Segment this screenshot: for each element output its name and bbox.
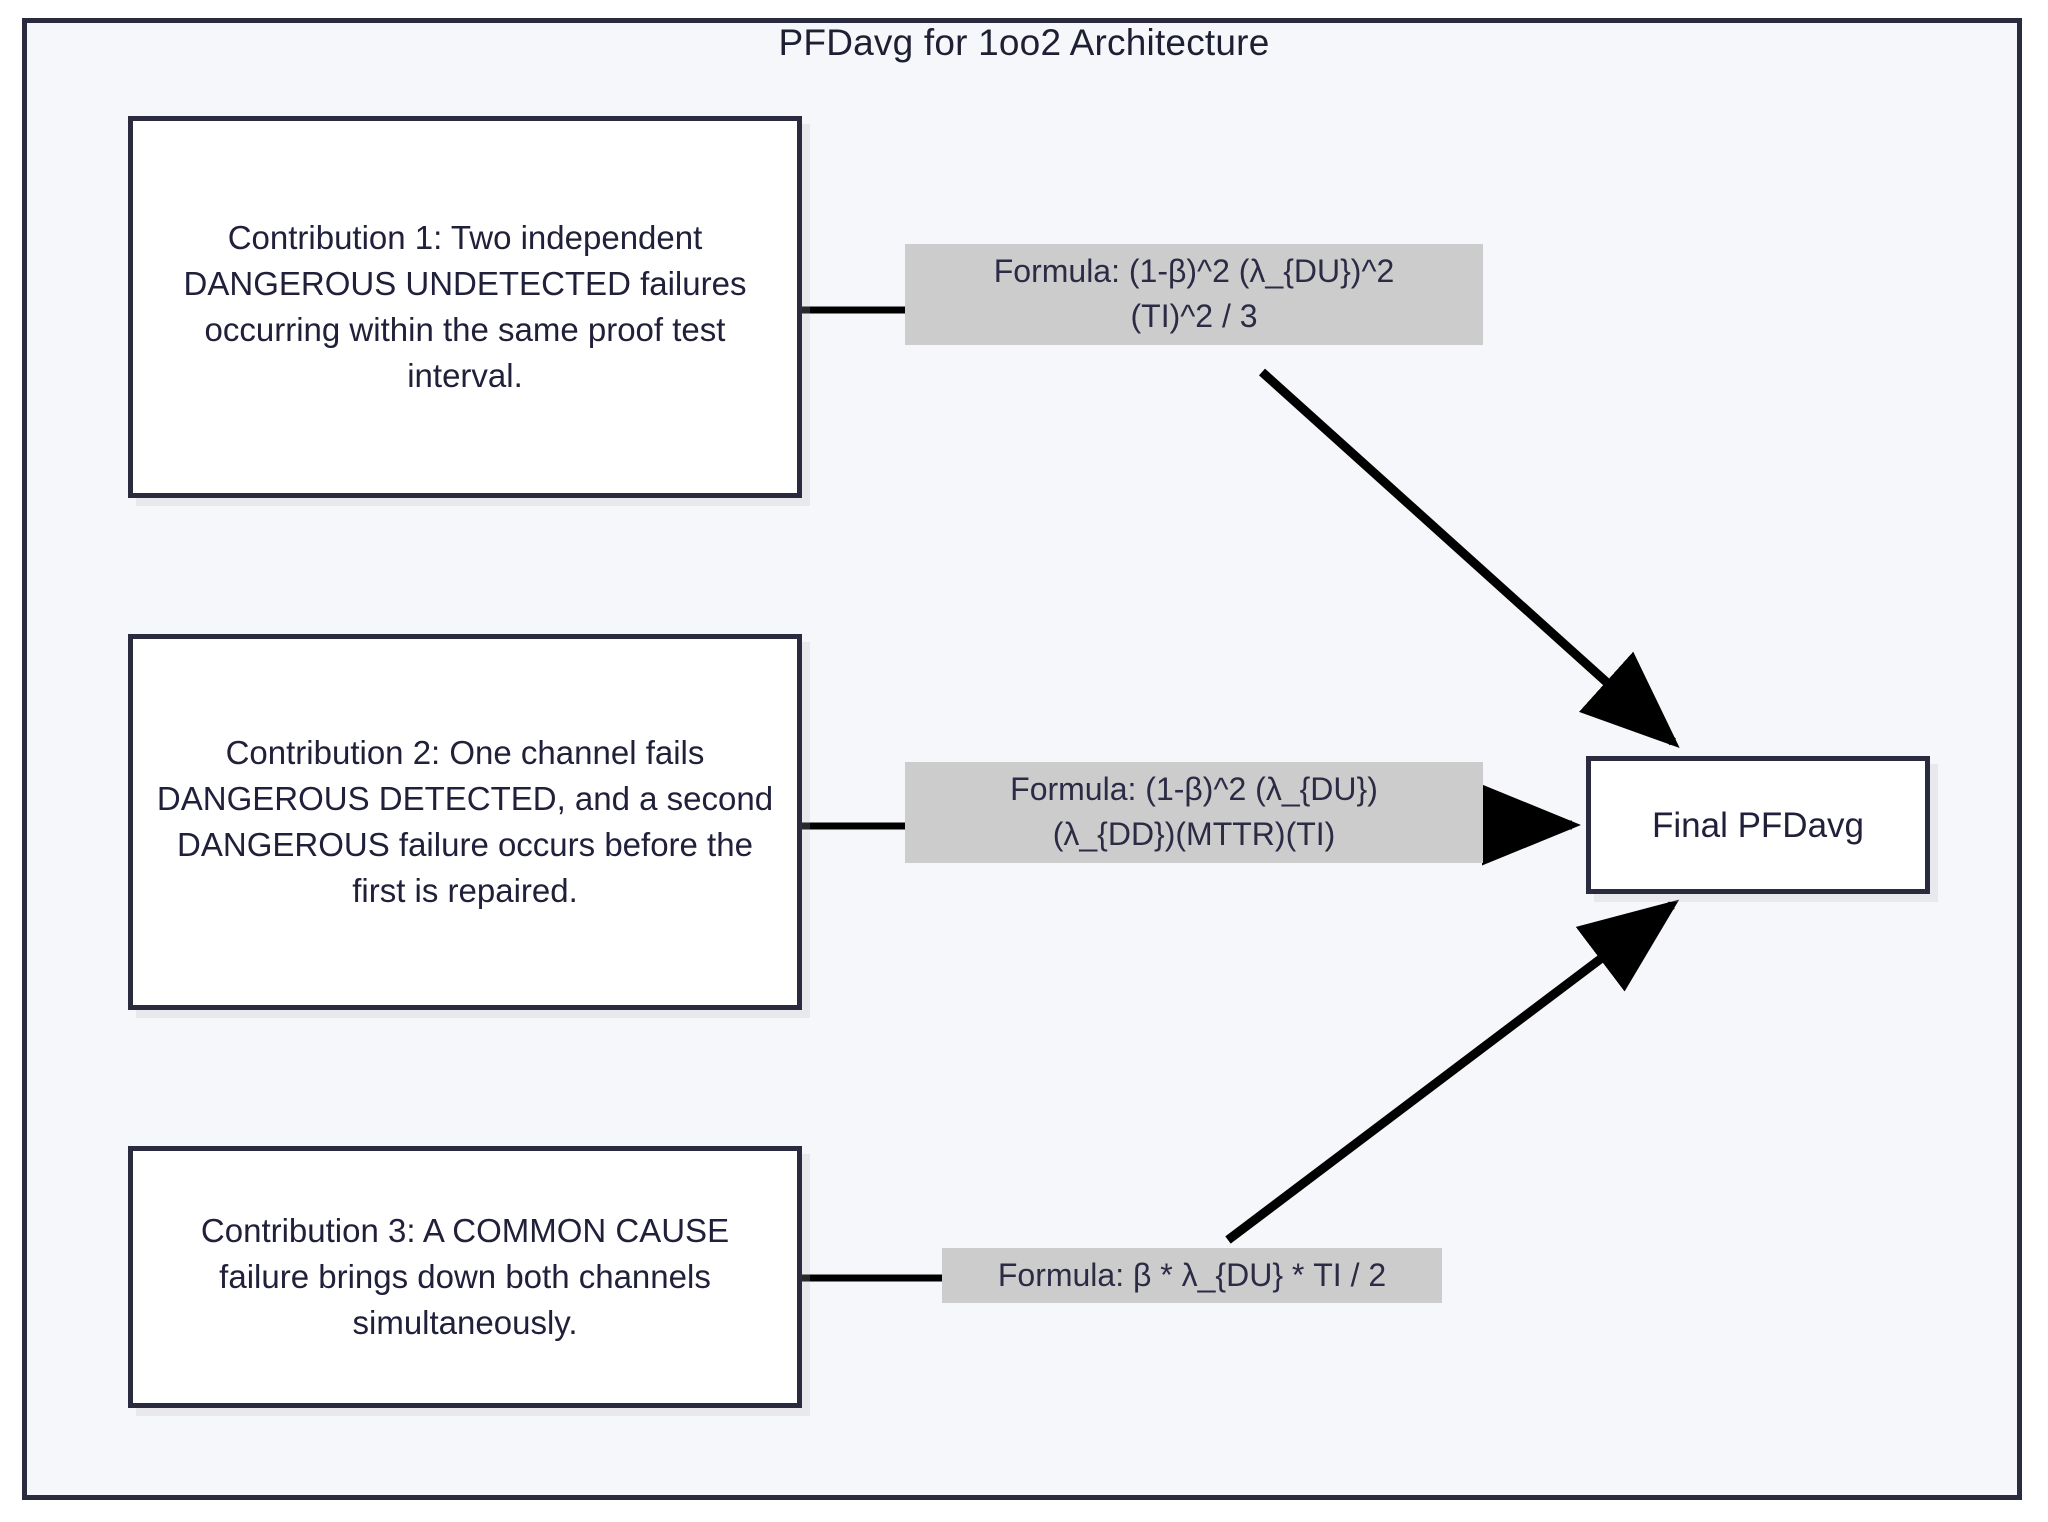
node-contribution-2-label: Contribution 2: One channel fails DANGER…: [156, 733, 774, 910]
edge-label-formula-3: Formula: β * λ_{DU} * TI / 2: [942, 1248, 1442, 1304]
edge-label-formula-1: Formula: (1-β)^2 (λ_{DU})^2 (TI)^2 / 3: [905, 244, 1483, 345]
node-contribution-1-label: Contribution 1: Two independent DANGEROU…: [183, 218, 747, 395]
diagram-title: PFDavg for 1oo2 Architecture: [778, 22, 1270, 63]
node-contribution-1[interactable]: Contribution 1: Two independent DANGEROU…: [128, 116, 802, 498]
node-final-pfdavg-label: Final PFDavg: [1651, 805, 1865, 845]
node-contribution-3-label: Contribution 3: A COMMON CAUSE failure b…: [200, 1211, 730, 1342]
edge-label-formula-2: Formula: (1-β)^2 (λ_{DU}) (λ_{DD})(MTTR)…: [905, 762, 1483, 863]
node-contribution-2[interactable]: Contribution 2: One channel fails DANGER…: [128, 634, 802, 1010]
node-final-pfdavg[interactable]: Final PFDavg: [1586, 756, 1930, 894]
node-contribution-3[interactable]: Contribution 3: A COMMON CAUSE failure b…: [128, 1146, 802, 1408]
